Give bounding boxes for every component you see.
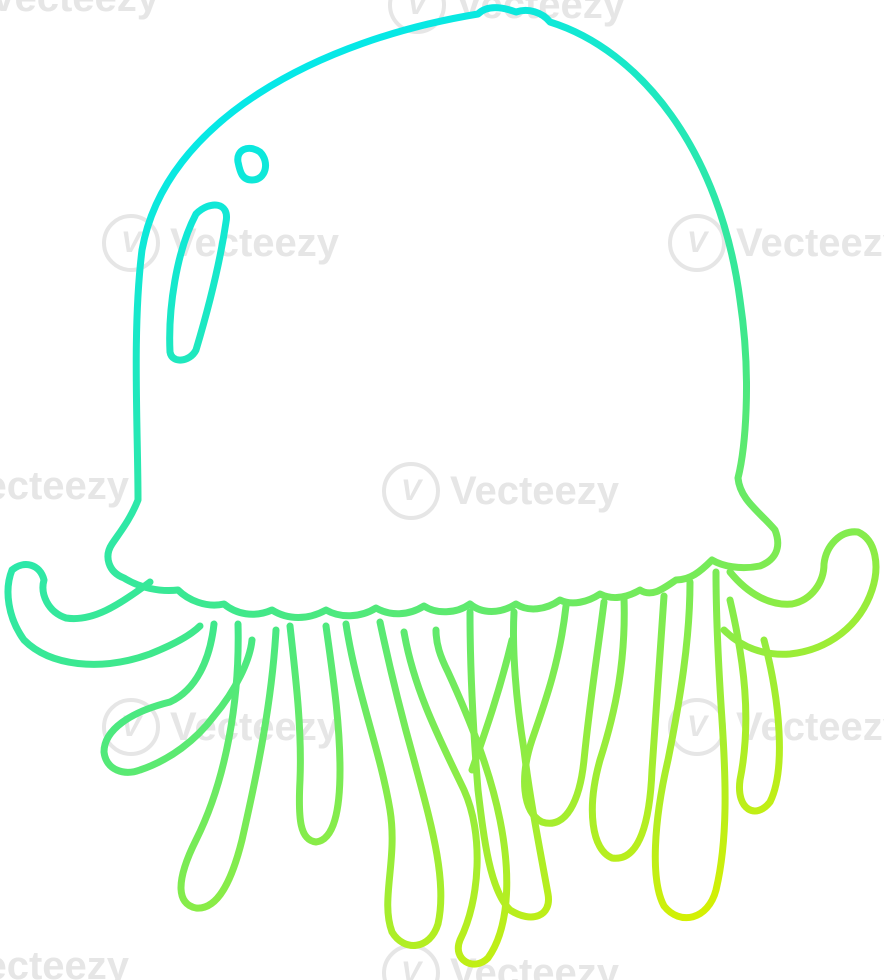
jellyfish-tentacle: [286, 622, 344, 846]
jellyfish-tentacle: [177, 620, 280, 912]
jellyfish-tentacle: [100, 620, 256, 776]
jellyfish-tentacle: [468, 636, 516, 774]
jellyfish-tentacle: [726, 596, 783, 815]
jellyfish-tentacle: [342, 618, 445, 949]
jellyfish-highlight-small: [234, 144, 270, 184]
jellyfish-tentacle: [588, 592, 668, 862]
jellyfish-tentacle: [651, 568, 729, 922]
jellyfish-highlight-long: [166, 201, 230, 364]
jellyfish-tentacle: [400, 626, 511, 968]
jellyfish-arm-left: [4, 561, 204, 668]
jellyfish-bell: [104, 4, 782, 621]
jellyfish-arm-right: [720, 528, 880, 658]
jellyfish-tentacle: [521, 598, 608, 827]
